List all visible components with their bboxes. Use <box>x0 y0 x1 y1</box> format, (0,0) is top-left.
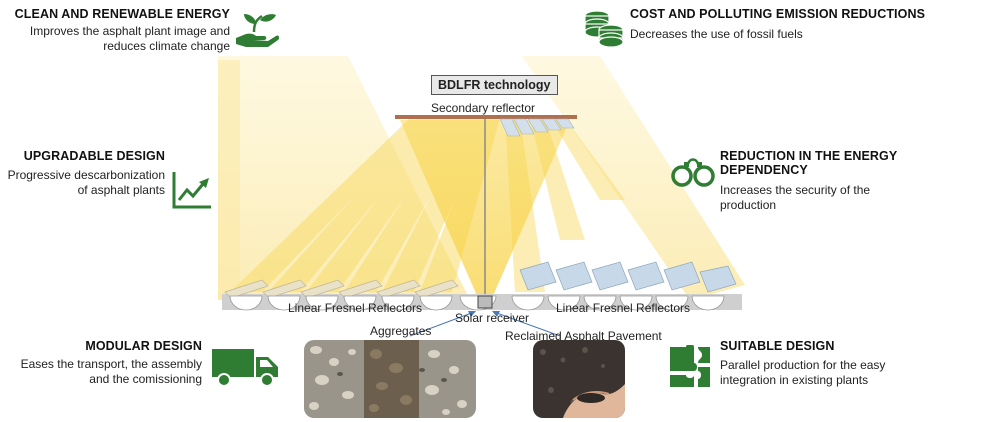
suitable-line1: Parallel production for the easy <box>720 358 886 372</box>
energy-dependency-title: REDUCTION IN THE ENERGY DEPENDENCY <box>720 149 897 177</box>
suitable-desc: Parallel production for the easy integra… <box>720 358 885 388</box>
clean-energy-title: CLEAN AND RENEWABLE ENERGY <box>14 7 230 21</box>
left-reflectors-label: Linear Fresnel Reflectors <box>288 301 423 315</box>
energy-dependency-desc: Increases the security of the production <box>720 183 870 213</box>
cost-reduction-title: COST AND POLLUTING EMISSION REDUCTIONS <box>630 7 926 21</box>
aggregates-arrowhead <box>468 311 476 317</box>
left-mirror-row <box>224 279 459 299</box>
suitable-title: SUITABLE DESIGN <box>720 339 835 353</box>
aggregates-label: Aggregates <box>370 324 432 338</box>
aggregates-photo <box>304 340 476 418</box>
solar-receiver-label: Solar receiver <box>455 311 530 325</box>
suitable-line2: integration in existing plants <box>720 373 869 387</box>
technology-box: BDLFR technology <box>431 75 558 95</box>
upgradable-line2: of asphalt plants <box>77 183 165 197</box>
energy-dependency-title-line2: DEPENDENCY <box>720 163 808 177</box>
puzzle-icon <box>668 345 712 389</box>
incoming-light-left <box>218 56 470 300</box>
right-support-arcs <box>511 295 725 311</box>
modular-line2: and the comissioning <box>89 372 202 386</box>
energy-dependency-line2: production <box>720 198 777 212</box>
modular-desc: Eases the transport, the assembly and th… <box>0 357 202 387</box>
right-reflectors-label: Linear Fresnel Reflectors <box>556 301 691 315</box>
energy-dependency-line1: Increases the security of the <box>720 183 871 197</box>
aggregates-arrow <box>409 311 475 337</box>
cost-reduction-desc: Decreases the use of fossil fuels <box>630 27 803 41</box>
rap-label: Reclaimed Asphalt Pavement <box>505 329 662 343</box>
right-mirror-row <box>519 261 737 293</box>
secondary-mirror-panels <box>499 118 575 137</box>
rap-arrowhead <box>492 311 500 317</box>
incoming-light-right <box>522 56 745 300</box>
secondary-reflector-label: Secondary reflector <box>431 101 536 115</box>
coins-icon <box>583 8 625 48</box>
upgradable-title: UPGRADABLE DESIGN <box>23 149 165 163</box>
clean-energy-desc: Improves the asphalt plant image and red… <box>0 24 230 54</box>
rap-arrow <box>493 311 561 337</box>
solar-receiver-box <box>477 295 493 309</box>
upgradable-line1: Progressive descarbonization <box>7 168 165 182</box>
growth-chart-icon <box>171 170 213 210</box>
secondary-reflector-bar <box>395 115 577 119</box>
handcuffs-icon <box>670 154 716 190</box>
rap-photo <box>533 340 625 418</box>
truck-icon <box>210 347 280 387</box>
modular-line1: Eases the transport, the assembly <box>20 357 202 371</box>
plant-in-hand-icon <box>234 12 280 48</box>
modular-title: MODULAR DESIGN <box>85 339 202 353</box>
clean-energy-line2: reduces climate change <box>103 39 230 53</box>
clean-energy-line1: Improves the asphalt plant image and <box>29 24 230 38</box>
energy-dependency-title-line1: REDUCTION IN THE ENERGY <box>720 149 898 163</box>
upgradable-desc: Progressive descarbonization of asphalt … <box>0 168 165 198</box>
